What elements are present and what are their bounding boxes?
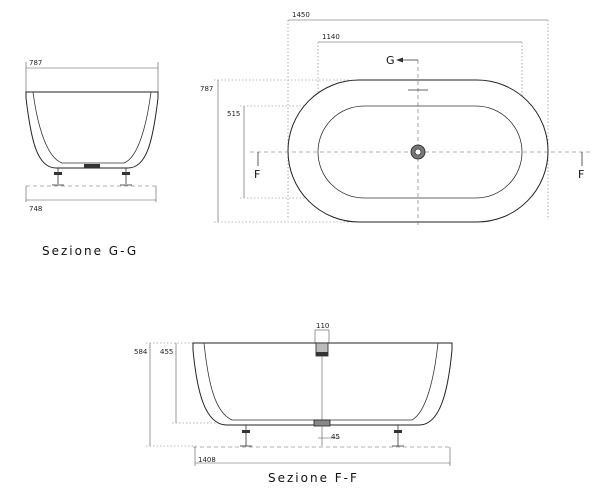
gg-bottom-width-label: 748 [29, 205, 42, 213]
plan-overall-length-label: 1450 [292, 11, 310, 19]
ff-base-length-label: 1408 [198, 456, 216, 464]
plan-overall-width-label: 787 [200, 85, 213, 93]
ff-drain [313, 419, 331, 427]
gg-section-caption: Sezione G-G [42, 244, 138, 258]
ff-total-height-label: 584 [134, 348, 148, 356]
plan-inner-length-label: 1140 [322, 33, 340, 41]
section-gg-view: 787 748 Sezione G-G [25, 59, 159, 258]
section-ff-view: 584 455 110 75 45 1408 [134, 322, 453, 485]
plan-section-f-right-label: F [578, 168, 584, 181]
ff-drain-height-label: 45 [331, 433, 340, 441]
ff-overflow-width-label: 110 [316, 322, 329, 330]
plan-section-f-left-label: F [254, 168, 260, 181]
gg-top-width-label: 787 [29, 59, 42, 67]
plan-section-g-label: G [386, 54, 395, 67]
plan-tub-inner [317, 105, 523, 199]
gg-tub-outline [25, 91, 159, 169]
plan-inner-width-label: 515 [227, 110, 240, 118]
ff-inner-height-label: 455 [160, 348, 173, 356]
plan-view: 1450 1140 787 515 G F F [200, 11, 590, 226]
ff-section-caption: Sezione F-F [268, 471, 359, 485]
ff-tub-outline [192, 342, 453, 426]
